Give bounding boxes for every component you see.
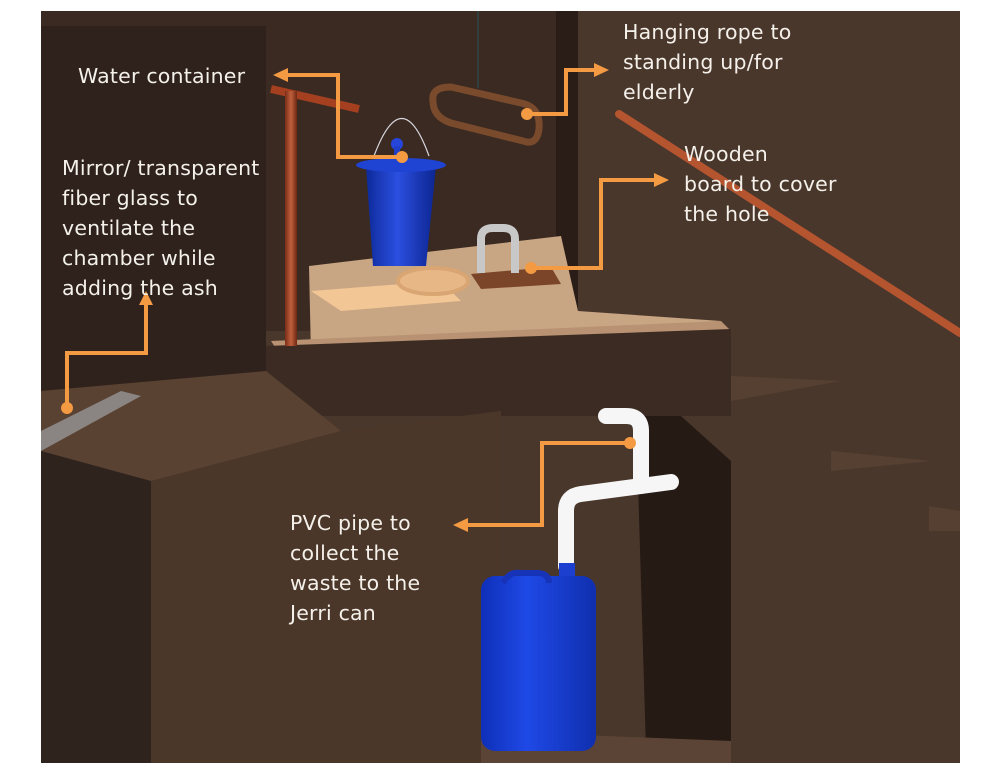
callout-markers xyxy=(61,63,669,532)
callout-line-board xyxy=(531,178,661,270)
bucket-lid xyxy=(356,158,446,172)
callout-line-rope xyxy=(527,68,601,116)
upper-chamber-front xyxy=(266,329,731,416)
callout-lines xyxy=(65,68,661,527)
callout-line-mirror xyxy=(65,298,148,408)
step-shadow xyxy=(831,451,931,471)
arrowhead xyxy=(273,68,288,82)
label-wooden-board: Wooden board to cover the hole xyxy=(684,142,837,226)
step-shadow xyxy=(731,376,841,401)
callout-dot xyxy=(525,262,537,274)
bucket-handle xyxy=(373,117,430,157)
arrowhead xyxy=(453,518,468,532)
callout-dot xyxy=(396,151,408,163)
pvc-pipe xyxy=(558,474,679,574)
label-water-container: Water container xyxy=(78,64,246,88)
latrine-3d-scene: Water container Mirror/ transparent fibe… xyxy=(41,11,960,763)
callout-dot xyxy=(521,108,533,120)
callout-line-water-container xyxy=(279,73,402,159)
rope-loop xyxy=(429,83,543,146)
mirror-strip xyxy=(41,391,141,451)
jerrican xyxy=(481,576,596,751)
bucket xyxy=(366,166,436,266)
label-mirror: Mirror/ transparent fiber glass to venti… xyxy=(62,156,260,300)
scene-drawing xyxy=(41,11,960,763)
jerrican-handle xyxy=(500,569,552,585)
squat-pan-bowl xyxy=(396,266,470,296)
pole xyxy=(285,91,297,346)
label-pvc-pipe: PVC pipe to collect the waste to the Jer… xyxy=(290,511,421,625)
lower-block-side xyxy=(151,411,501,763)
pit-niche xyxy=(636,416,731,751)
left-wall-top xyxy=(41,11,301,26)
callout-dot xyxy=(61,402,73,414)
arrowhead xyxy=(654,173,669,187)
partition-edge xyxy=(556,11,578,311)
bucket-knob-stem xyxy=(394,146,400,160)
left-wall-face xyxy=(41,11,266,401)
arrowhead xyxy=(139,291,153,305)
pvc-pipe-top xyxy=(598,408,649,494)
wooden-board xyxy=(471,267,561,289)
handrail-rope xyxy=(615,110,960,337)
board-handle xyxy=(477,224,519,273)
lower-block-face xyxy=(41,451,151,763)
callout-dot xyxy=(624,437,636,449)
arrowhead xyxy=(594,63,609,77)
step-shadow xyxy=(929,506,960,531)
label-hanging-rope: Hanging rope to standing up/for elderly xyxy=(623,20,792,104)
callout-line-pvc xyxy=(461,441,630,527)
